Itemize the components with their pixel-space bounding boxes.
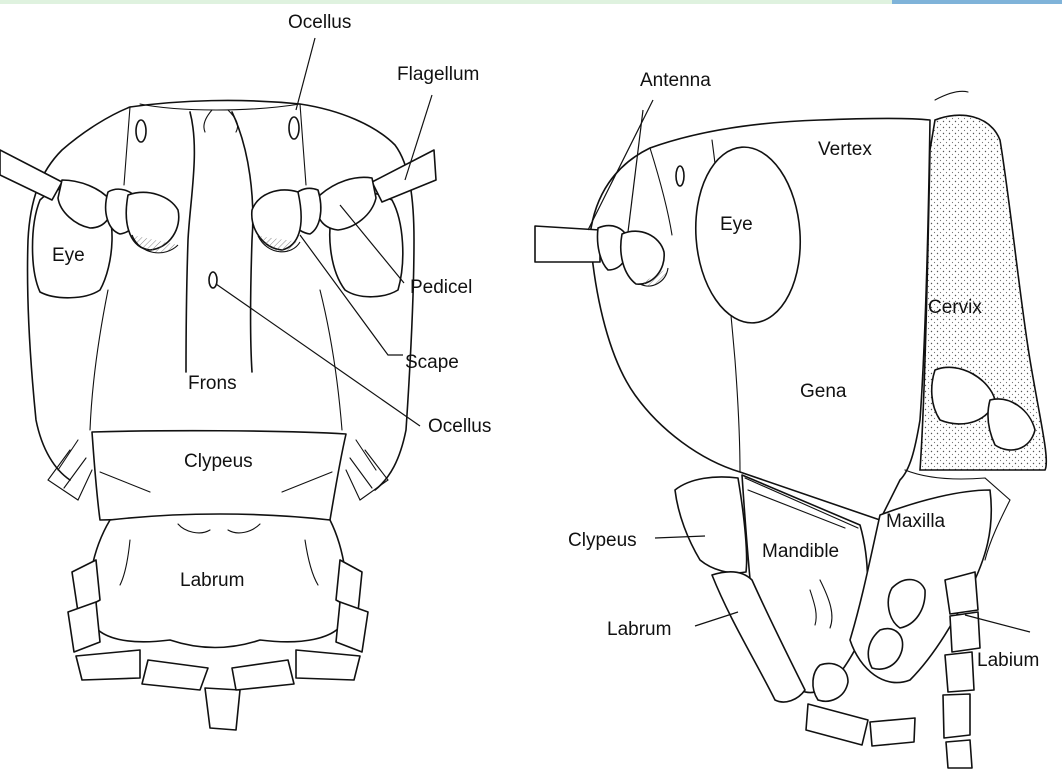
frontal-median-ocellus [209, 272, 217, 288]
frontal-costa-right [232, 112, 253, 372]
label-cervix: Cervix [928, 297, 982, 318]
label-ocellus-top: Ocellus [288, 12, 351, 33]
label-antenna: Antenna [640, 70, 711, 91]
label-vertex: Vertex [818, 139, 872, 160]
label-frons: Frons [188, 373, 237, 394]
frontal-head-view [0, 100, 436, 730]
label-labium: Labium [977, 650, 1039, 671]
label-maxilla: Maxilla [886, 511, 946, 532]
frontal-subocular-suture-right [320, 290, 342, 430]
label-eye-lateral: Eye [720, 214, 753, 235]
label-scape: Scape [405, 352, 459, 373]
label-flagellum: Flagellum [397, 64, 479, 85]
label-eye-frontal: Eye [52, 245, 85, 266]
label-labrum-frontal: Labrum [180, 570, 244, 591]
label-clypeus-lateral: Clypeus [568, 530, 637, 551]
label-clypeus-frontal: Clypeus [184, 451, 253, 472]
frontal-costa [186, 112, 194, 372]
label-gena: Gena [800, 381, 847, 402]
label-mandible: Mandible [762, 541, 839, 562]
lateral-clypeus [675, 477, 747, 573]
label-labrum-lateral: Labrum [607, 619, 671, 640]
lateral-labium [945, 572, 978, 614]
frontal-subocular-suture-left [90, 290, 108, 430]
frontal-lateral-ocellus-left [136, 120, 146, 142]
label-pedicel: Pedicel [410, 277, 472, 298]
frontal-lateral-ocellus-right [289, 117, 299, 139]
label-ocellus-median: Ocellus [428, 416, 491, 437]
frontal-vertex-rim [140, 104, 300, 110]
frontal-clypeus [92, 431, 346, 520]
lateral-head-view [535, 91, 1046, 768]
